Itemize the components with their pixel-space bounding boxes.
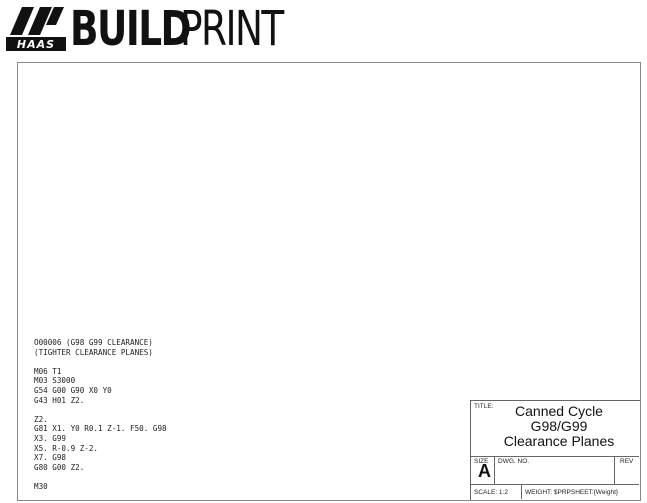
- size-label: SIZE: [474, 458, 489, 465]
- weight-text: WEIGHT: $PRPSHEET:{Weight}: [525, 489, 619, 496]
- title-block-divider-1: [470, 456, 639, 457]
- title-block-divider-2: [470, 484, 639, 485]
- scale-text: SCALE: 1:2: [474, 489, 508, 496]
- drawing-title-line-3: Clearance Planes: [503, 433, 615, 449]
- drawing-sheet: [17, 62, 641, 501]
- title-block-divider-4: [614, 456, 615, 484]
- rev-label: REV: [620, 458, 634, 465]
- drawing-title: Canned Cycle G98/G99 Clearance Planes: [480, 404, 638, 449]
- haas-logo: HAAS: [6, 7, 66, 51]
- svg-text:HAAS: HAAS: [17, 38, 55, 51]
- title-block-divider-5: [521, 484, 522, 499]
- gcode-listing: O00006 (G98 G99 CLEARANCE) (TIGHTER CLEA…: [34, 338, 167, 491]
- brand-title: BUILD PRINT: [70, 1, 312, 57]
- brand-build: BUILD: [70, 1, 192, 57]
- dwg-no-label: DWG. NO.: [498, 458, 530, 465]
- title-label: TITLE:: [474, 403, 494, 410]
- title-block-divider-3: [494, 456, 495, 484]
- drawing-title-line-2: G98/G99: [530, 418, 588, 434]
- brand-print: PRINT: [179, 1, 284, 57]
- drawing-title-line-1: Canned Cycle: [515, 403, 603, 419]
- size-value: A: [478, 461, 491, 481]
- title-block: [470, 400, 640, 500]
